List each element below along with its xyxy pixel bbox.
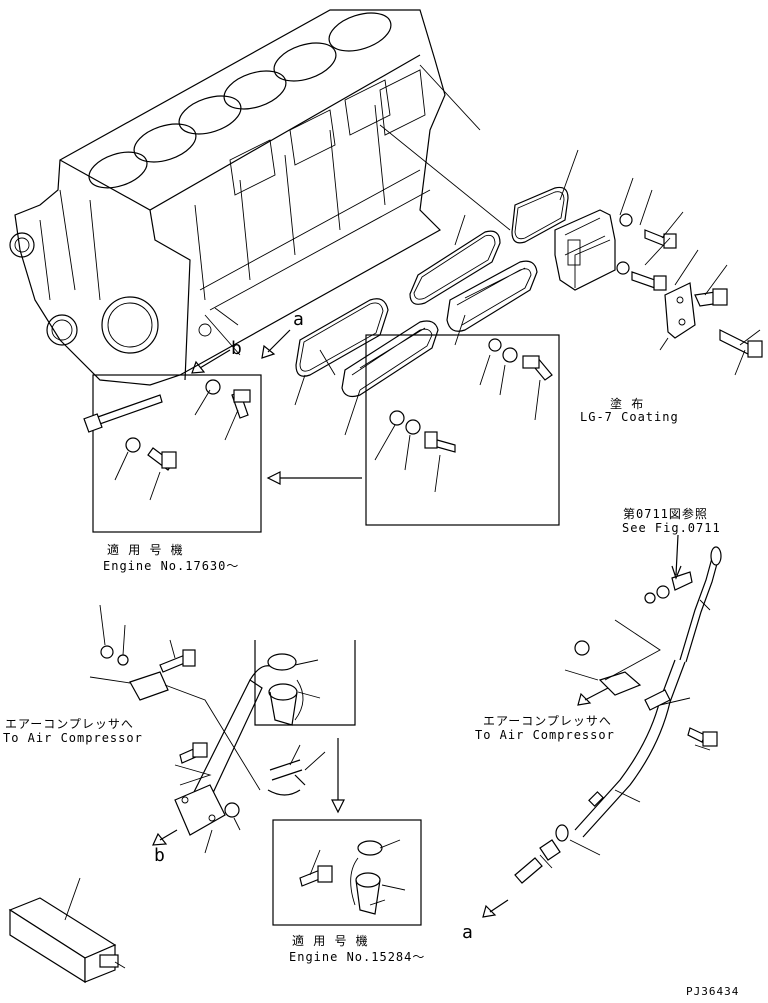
lower-box-parts [299,839,406,915]
drawing-number: PJ36434 [686,985,740,998]
breather-element [8,877,126,984]
ref-arrows-top [191,307,291,374]
coating-label-jp: 塗 布 [610,397,645,411]
engine-range-lower-jp: 適 用 号 機 [292,934,369,948]
dipstick-assembly [514,534,722,884]
engine-range-lower-en: Engine No.15284～ [289,950,426,964]
ref-arrow-a-bottom [482,899,509,918]
coating-label-en: LG-7 Coating [580,410,679,424]
upper-left-detail-box [92,374,262,533]
lower-detail-box [272,819,422,926]
upper-left-box-parts [125,379,251,471]
leader-lines-left-lower [89,604,326,854]
engine-range-upper-en: Engine No.17630～ [103,559,240,573]
upper-right-box-parts [389,338,553,453]
filler-housing [554,209,696,339]
ref-b-bottom: b [154,845,165,866]
engine-block [9,9,446,386]
leader-lines-right-lower [539,599,711,869]
upper-right-detail-box [365,334,560,526]
ref-a-bottom: a [462,922,473,943]
air-compressor-left-jp: エアーコンプレッサへ [5,717,134,731]
see-fig-label-en: See Fig.0711 [622,521,721,535]
transition-arrow [266,471,362,485]
air-compressor-right-jp: エアーコンプレッサへ [483,714,612,728]
air-compressor-right-en: To Air Compressor [475,728,615,742]
filler-bolts [616,213,763,358]
engine-range-upper-jp: 適 用 号 機 [107,543,184,557]
ref-arrow-b-bottom [152,829,178,846]
see-fig-label-jp: 第0711図参照 [623,507,708,521]
air-arrow-right [577,687,609,706]
long-bolt [83,394,163,433]
side-covers [341,260,538,398]
ref-a-top: a [293,309,304,330]
breather-bracket-box [254,640,356,726]
down-arrow [331,738,345,814]
ref-b-top: b [231,338,242,359]
air-compressor-left-en: To Air Compressor [3,731,143,745]
breather-assembly [100,645,306,836]
leader-lines-upper [114,64,761,501]
